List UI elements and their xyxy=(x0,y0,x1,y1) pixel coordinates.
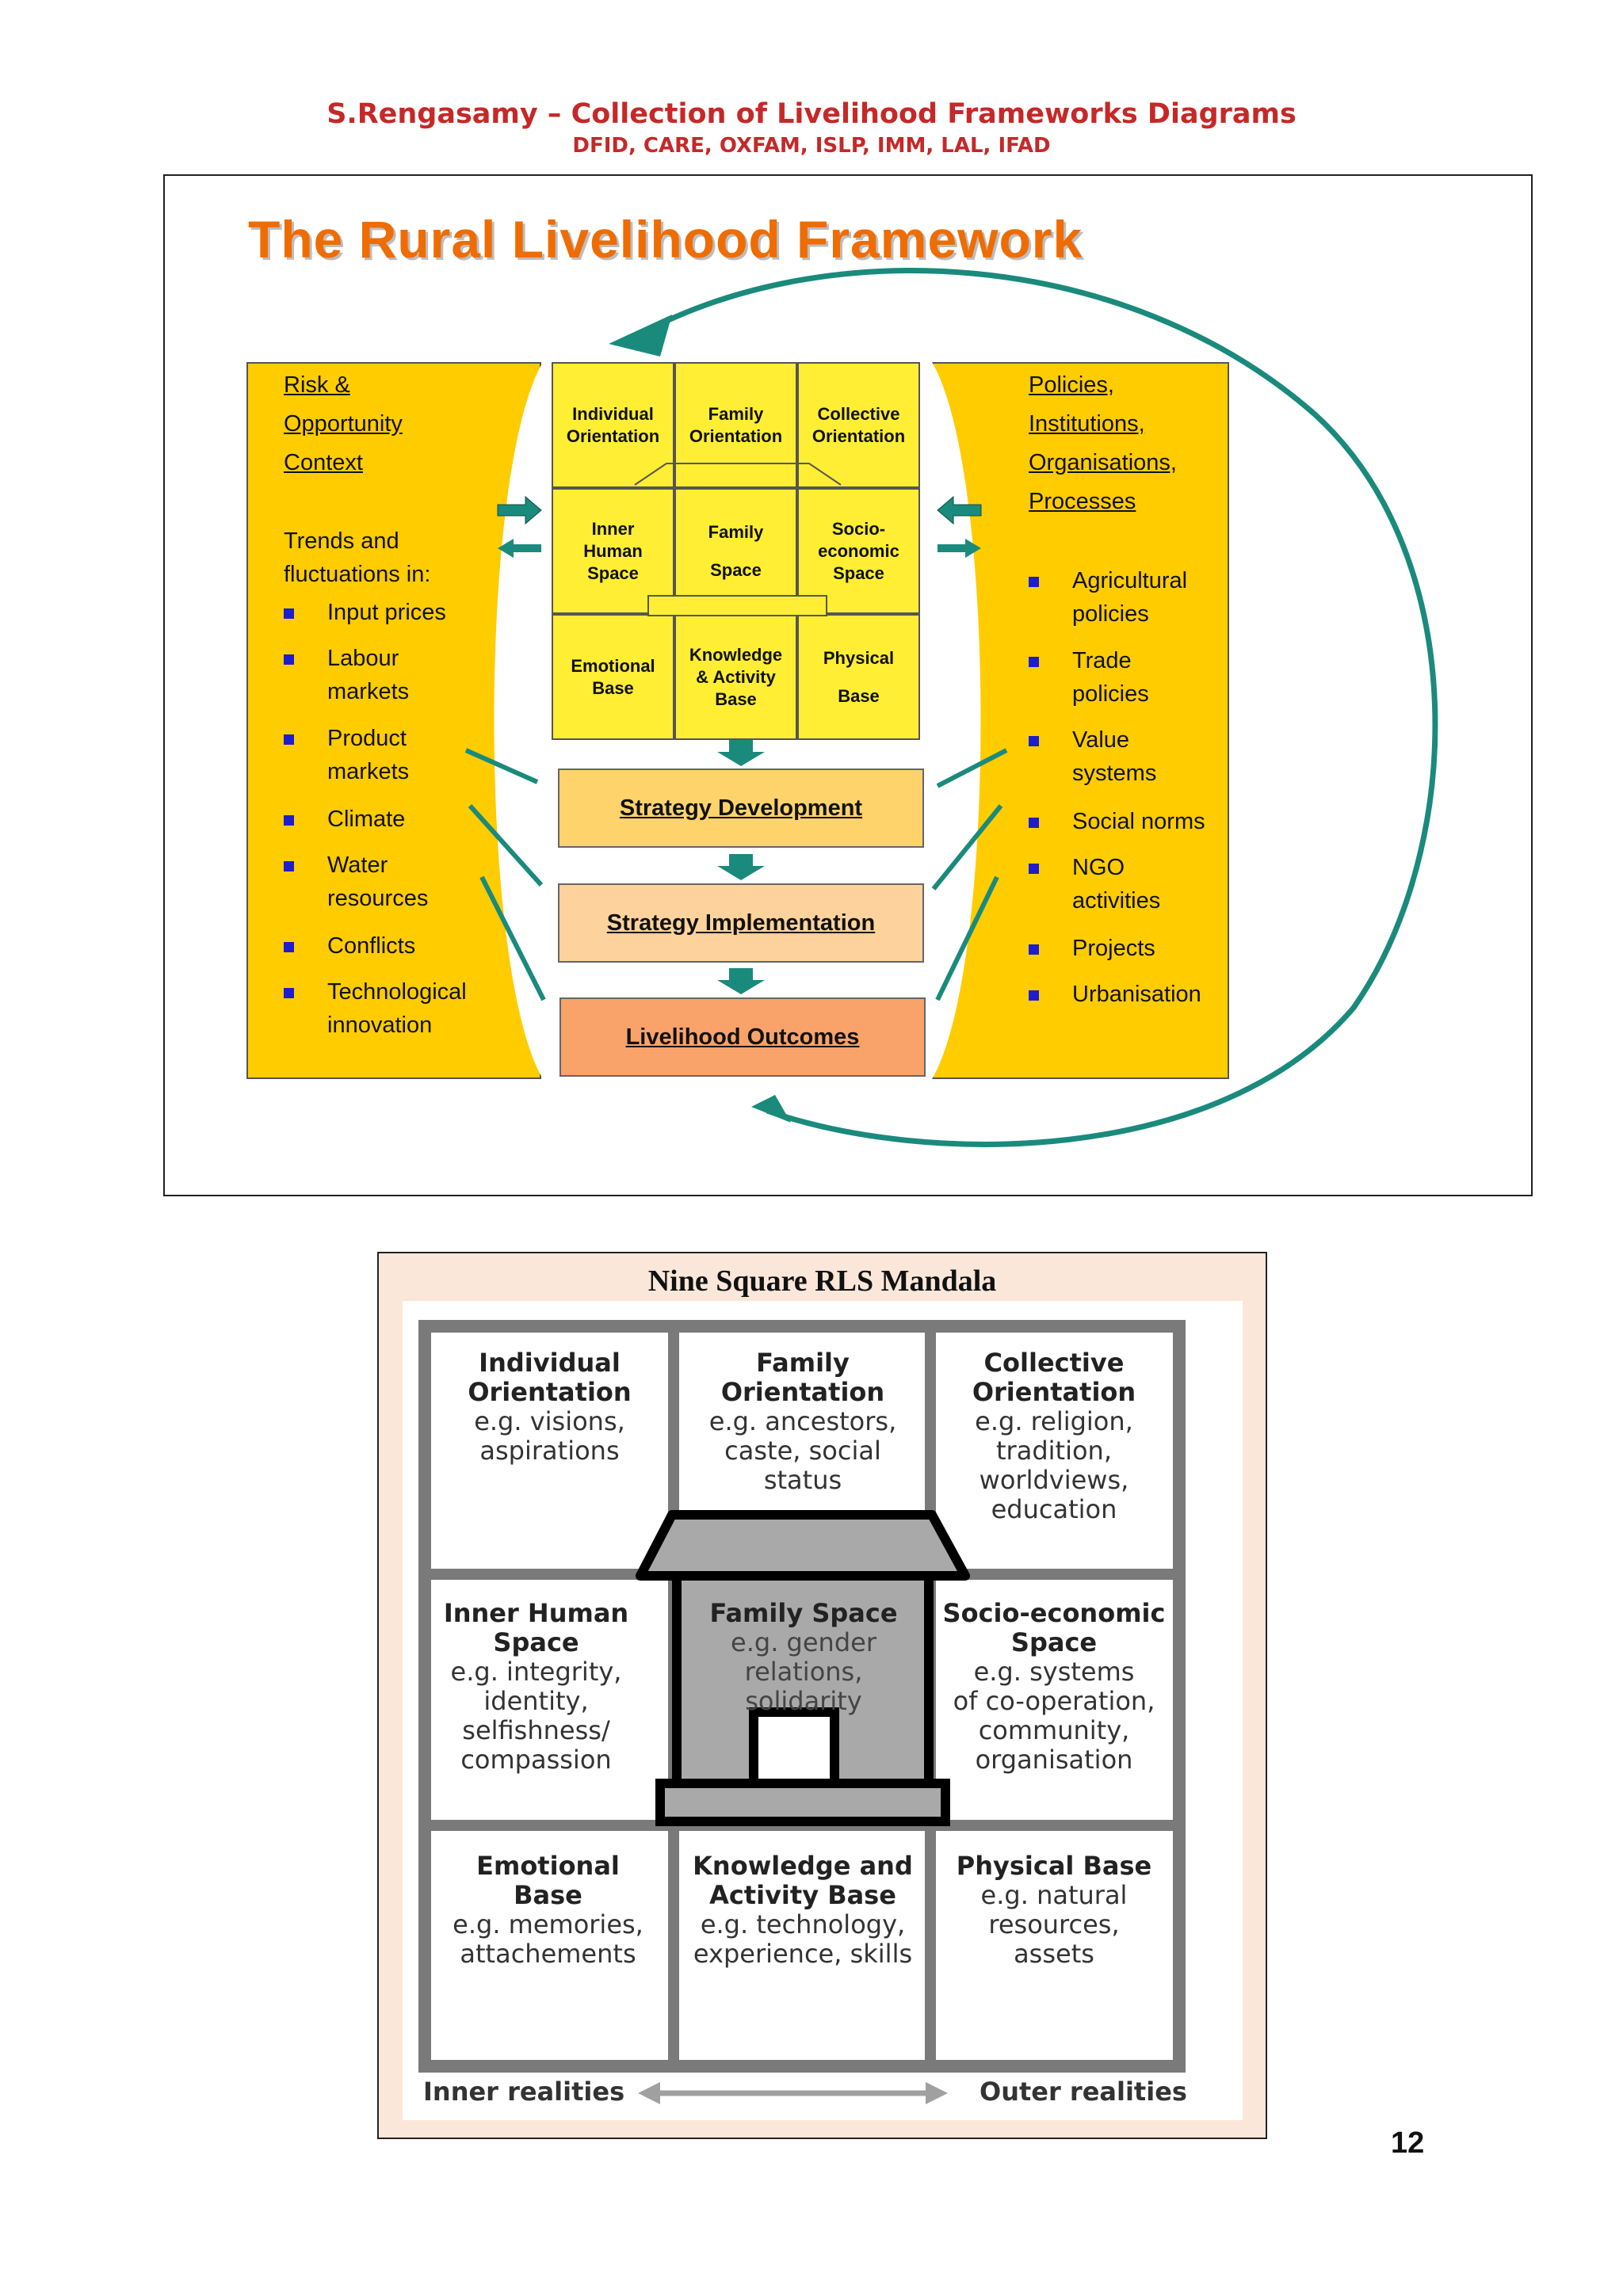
flow-arrows xyxy=(464,740,1008,1001)
framework-title: The Rural Livelihood Framework xyxy=(248,210,1083,269)
policies-context-box xyxy=(932,362,1229,1079)
list-item: Urbanisation xyxy=(1072,982,1201,1007)
trends-intro: Trends and fluctuations in: xyxy=(284,528,431,587)
left-bulge-shape xyxy=(494,362,543,1079)
list-item: Climate xyxy=(327,807,406,832)
rural-livelihood-framework-figure: The Rural Livelihood Framework Risk & Op… xyxy=(163,174,1533,1196)
livelihood-outcomes-box: Livelihood Outcomes xyxy=(559,997,926,1077)
left-double-arrow-icon xyxy=(497,495,542,558)
page-title: S.Rengasamy – Collection of Livelihood F… xyxy=(327,98,1296,130)
policies-heading: Policies, Institutions, Organisations, P… xyxy=(1029,372,1177,514)
risk-context-heading: Risk & Opportunity Context xyxy=(284,372,403,475)
house-outline-icon xyxy=(634,463,842,616)
list-item: Conflicts xyxy=(327,933,416,959)
strategy-development-box: Strategy Development xyxy=(558,769,924,848)
list-item: Input prices xyxy=(327,600,446,625)
mandala-grid-lines xyxy=(418,1320,1186,2073)
cycle-arrowhead-icon xyxy=(609,315,672,357)
risk-context-box xyxy=(246,362,541,1079)
cycle-arrow xyxy=(609,268,1438,1147)
inner-realities-label: Inner realities xyxy=(423,2077,625,2107)
outer-realities-label: Outer realities xyxy=(980,2077,1187,2107)
right-double-arrow-icon xyxy=(937,495,982,558)
page-subtitle: DFID, CARE, OXFAM, ISLP, IMM, LAL, IFAD xyxy=(572,134,1051,158)
realities-double-arrow-icon xyxy=(638,2082,948,2104)
list-item: Projects xyxy=(1072,936,1155,961)
house-icon xyxy=(636,1510,970,1826)
page-number: 12 xyxy=(1391,2126,1425,2160)
list-item: Social norms xyxy=(1072,809,1205,834)
strategy-implementation-box: Strategy Implementation xyxy=(558,883,924,963)
mandala-title: Nine Square RLS Mandala xyxy=(647,1264,997,1298)
